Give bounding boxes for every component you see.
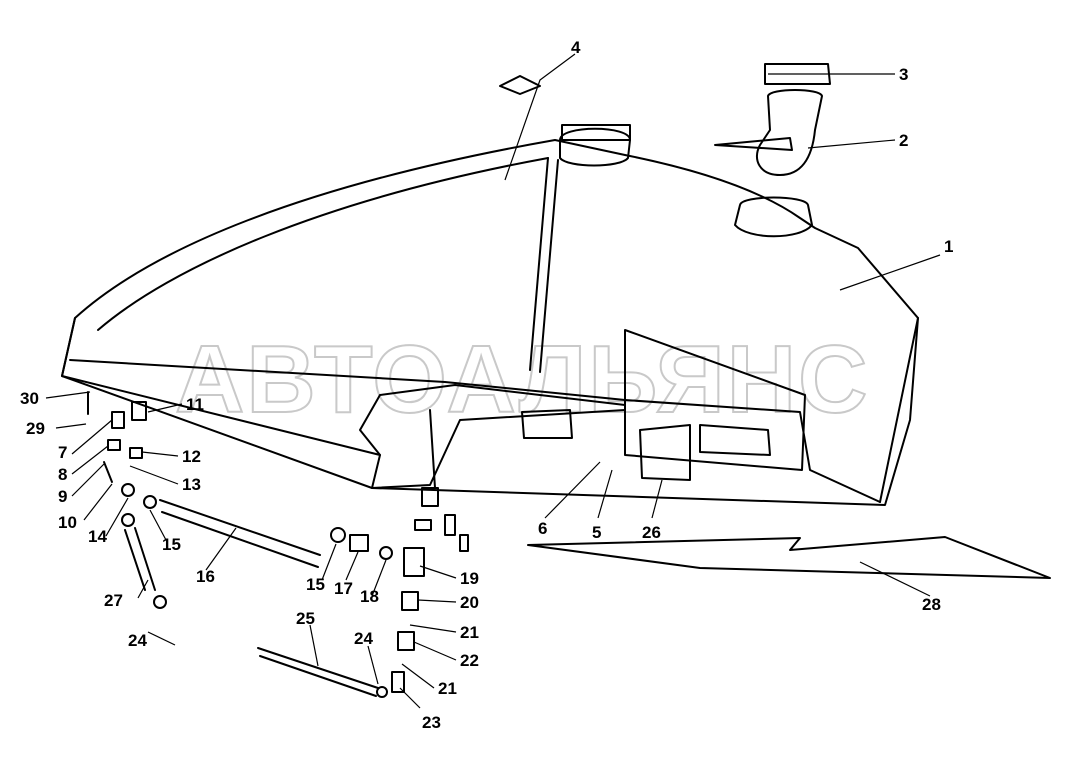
- callout-26: 26: [642, 523, 661, 542]
- callout-13: 13: [182, 475, 201, 494]
- callout-15-mid: 15: [306, 575, 325, 594]
- callout-23: 23: [422, 713, 441, 732]
- callout-5: 5: [592, 523, 601, 542]
- callout-9: 9: [58, 487, 67, 506]
- callout-29: 29: [26, 419, 45, 438]
- filler-cap: [764, 63, 831, 85]
- fuel-tube-25: [257, 647, 379, 697]
- left-fittings: [87, 391, 167, 609]
- leader-lines: [45, 53, 941, 709]
- callout-labels: 1 2 3 4 5 6 7 8 9 10 11 12 13 14 15 15 1…: [20, 38, 953, 732]
- callout-10: 10: [58, 513, 77, 532]
- middle-fittings: [330, 409, 469, 693]
- callout-30: 30: [20, 389, 39, 408]
- filler-pipe: [714, 89, 823, 176]
- callout-21-top: 21: [460, 623, 479, 642]
- callout-28: 28: [922, 595, 941, 614]
- callout-3: 3: [899, 65, 908, 84]
- callout-1: 1: [944, 237, 953, 256]
- callout-14: 14: [88, 527, 107, 546]
- heat-shield: [527, 536, 1051, 579]
- callout-25: 25: [296, 609, 315, 628]
- callout-20: 20: [460, 593, 479, 612]
- callout-22: 22: [460, 651, 479, 670]
- callout-12: 12: [182, 447, 201, 466]
- label-plate: [499, 75, 541, 95]
- callout-17: 17: [334, 579, 353, 598]
- callout-4: 4: [571, 38, 581, 57]
- callout-6: 6: [538, 519, 547, 538]
- callout-18: 18: [360, 587, 379, 606]
- callout-16: 16: [196, 567, 215, 586]
- callout-27: 27: [104, 591, 123, 610]
- fuel-tank: [61, 124, 919, 506]
- fuel-tube-16: [159, 499, 321, 568]
- callout-24-left: 24: [128, 631, 147, 650]
- callout-2: 2: [899, 131, 908, 150]
- callout-8: 8: [58, 465, 67, 484]
- callout-7: 7: [58, 443, 67, 462]
- callout-11: 11: [186, 395, 204, 414]
- callout-21-bottom: 21: [438, 679, 457, 698]
- callout-15-left: 15: [162, 535, 181, 554]
- callout-19: 19: [460, 569, 479, 588]
- callout-24-mid: 24: [354, 629, 373, 648]
